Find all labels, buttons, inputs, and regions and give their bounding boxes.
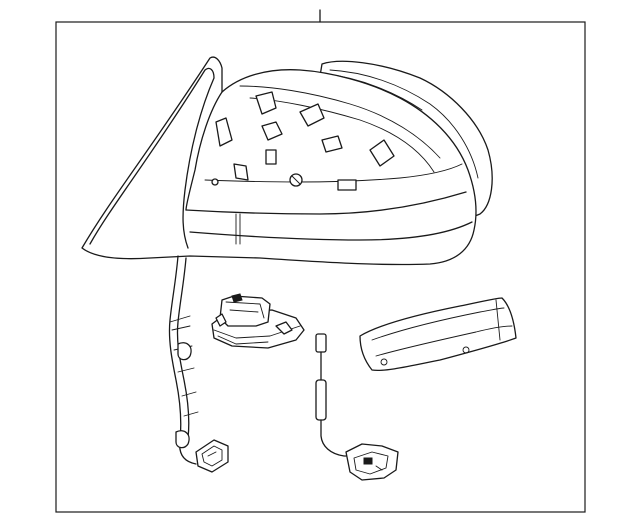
outside-mirror-assembly[interactable] (81, 56, 493, 266)
mirror-motor-bracket[interactable] (211, 293, 305, 349)
wiring-harness[interactable] (168, 255, 229, 473)
turn-signal-lamp[interactable] (359, 297, 517, 372)
puddle-lamp-sensor[interactable] (315, 333, 399, 481)
diagram-frame (55, 21, 586, 513)
housing-clips (211, 91, 395, 191)
